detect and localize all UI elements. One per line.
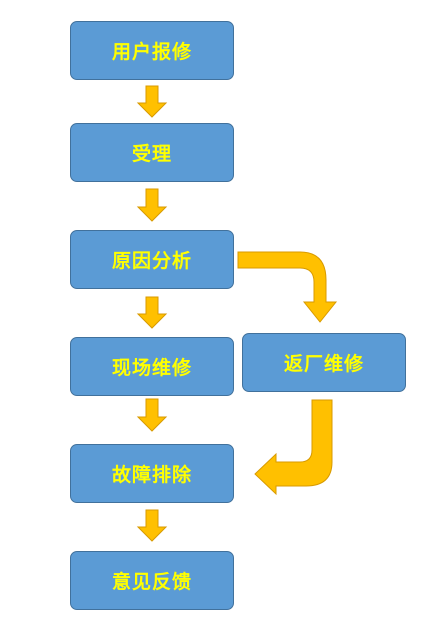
- node-return-to-factory: 返厂维修: [242, 333, 406, 392]
- arrow-return-to-fix: [254, 399, 333, 496]
- arrow-accept-to-analyze: [136, 188, 168, 222]
- node-onsite-repair: 现场维修: [70, 337, 234, 396]
- node-user-report: 用户报修: [70, 21, 234, 80]
- arrow-analyze-to-return: [237, 251, 338, 323]
- arrow-onsite-to-fix: [136, 398, 168, 432]
- node-cause-analysis: 原因分析: [70, 230, 234, 289]
- arrow-analyze-to-onsite: [136, 296, 168, 329]
- arrow-fix-to-feedback: [136, 509, 168, 542]
- node-accept: 受理: [70, 123, 234, 182]
- node-feedback: 意见反馈: [70, 551, 234, 610]
- arrow-report-to-accept: [136, 85, 168, 118]
- node-fault-resolved: 故障排除: [70, 444, 234, 503]
